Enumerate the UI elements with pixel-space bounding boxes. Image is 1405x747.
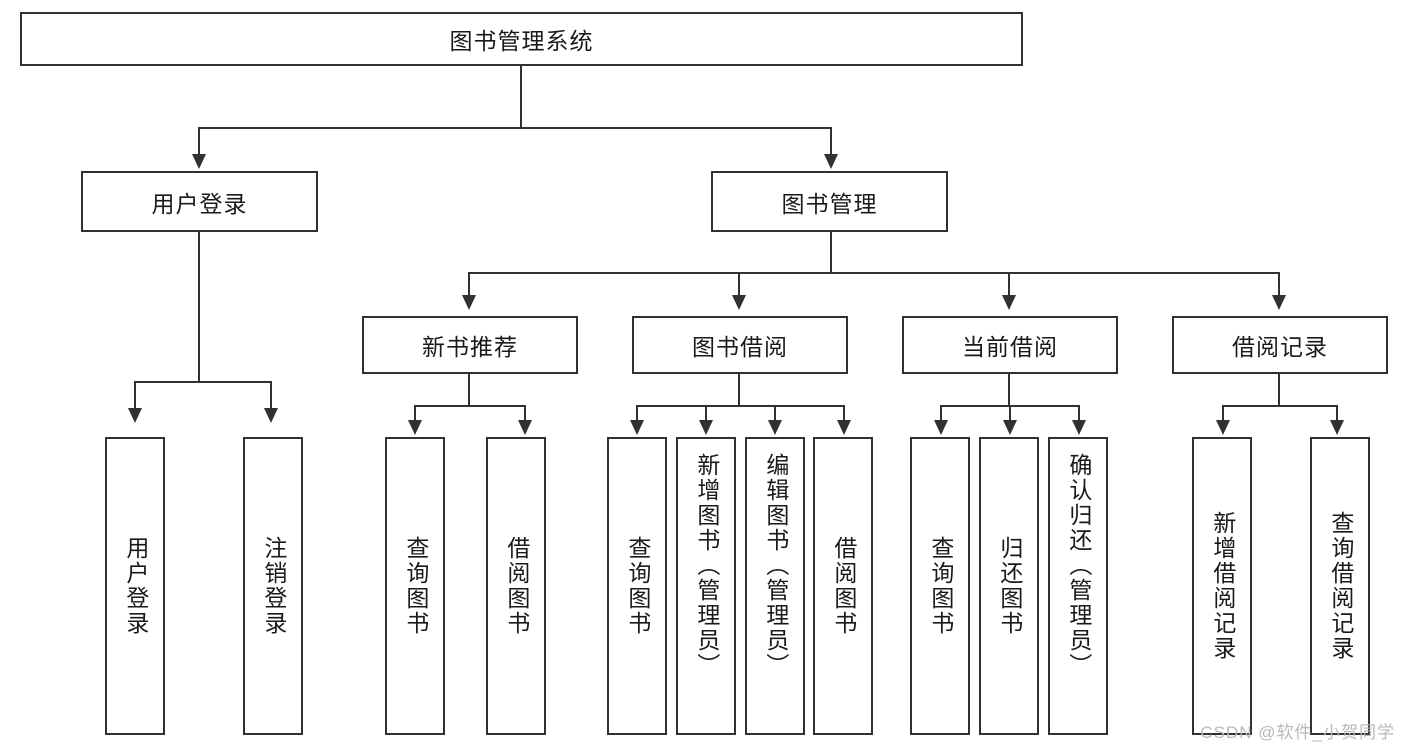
connector-bm-drop-2 <box>738 272 740 296</box>
connector-root-to-user-login <box>198 127 200 155</box>
leaf-logout-login-label: 注销登录 <box>260 536 287 636</box>
leaf-confirm-return-label: 确认归还（管理员） <box>1065 453 1092 678</box>
connector-bb-stem <box>738 374 740 406</box>
leaf-borrow-book-1[interactable]: 借阅图书 <box>486 437 546 735</box>
arrow-bm-to-book-borrow <box>732 295 746 310</box>
arrow-br-leaf-1 <box>1216 420 1230 435</box>
node-book-borrow[interactable]: 图书借阅 <box>632 316 848 374</box>
leaf-borrow-book-1-label: 借阅图书 <box>503 536 530 636</box>
node-current-borrow-label: 当前借阅 <box>962 334 1058 360</box>
node-new-book-recommend[interactable]: 新书推荐 <box>362 316 578 374</box>
arrow-cb-leaf-2 <box>1003 420 1017 435</box>
node-root[interactable]: 图书管理系统 <box>20 12 1023 66</box>
leaf-logout-login[interactable]: 注销登录 <box>243 437 303 735</box>
connector-user-login-drop-2 <box>270 381 272 409</box>
arrow-bb-leaf-1 <box>630 420 644 435</box>
arrow-cb-leaf-3 <box>1072 420 1086 435</box>
arrow-br-leaf-2 <box>1330 420 1344 435</box>
leaf-add-book-label: 新增图书（管理员） <box>693 453 720 678</box>
arrow-bm-to-new-book-recommend <box>462 295 476 310</box>
connector-br-drop-2 <box>1336 405 1338 421</box>
connector-bb-drop-4 <box>843 405 845 421</box>
connector-user-login-stem <box>198 232 200 382</box>
connector-user-login-bus <box>134 381 270 383</box>
node-user-login[interactable]: 用户登录 <box>81 171 318 232</box>
connector-root-bus <box>198 127 832 129</box>
connector-root-stem <box>520 66 522 128</box>
arrow-cb-leaf-1 <box>934 420 948 435</box>
connector-bm-drop-3 <box>1008 272 1010 296</box>
leaf-query-book-1[interactable]: 查询图书 <box>385 437 445 735</box>
arrow-bb-leaf-2 <box>699 420 713 435</box>
arrow-user-login-leaf-1 <box>128 408 142 423</box>
node-borrow-record[interactable]: 借阅记录 <box>1172 316 1388 374</box>
connector-bb-bus <box>636 405 844 407</box>
connector-cb-drop-3 <box>1078 405 1080 421</box>
leaf-edit-book-label: 编辑图书（管理员） <box>762 453 789 678</box>
arrow-root-to-book-management <box>824 154 838 169</box>
connector-bb-drop-2 <box>705 405 707 421</box>
connector-cb-drop-2 <box>1009 405 1011 421</box>
connector-br-stem <box>1278 374 1280 406</box>
leaf-query-book-3[interactable]: 查询图书 <box>910 437 970 735</box>
connector-bb-drop-3 <box>774 405 776 421</box>
arrow-user-login-leaf-2 <box>264 408 278 423</box>
connector-nbr-bus <box>414 405 524 407</box>
leaf-borrow-book-2-label: 借阅图书 <box>830 536 857 636</box>
connector-bm-drop-4 <box>1278 272 1280 296</box>
leaf-user-login-label: 用户登录 <box>122 536 149 636</box>
connector-root-to-book-management <box>830 127 832 155</box>
leaf-query-book-2[interactable]: 查询图书 <box>607 437 667 735</box>
leaf-confirm-return[interactable]: 确认归还（管理员） <box>1048 437 1108 735</box>
connector-br-drop-1 <box>1222 405 1224 421</box>
leaf-query-record[interactable]: 查询借阅记录 <box>1310 437 1370 735</box>
leaf-query-book-2-label: 查询图书 <box>624 536 651 636</box>
arrow-bm-to-current-borrow <box>1002 295 1016 310</box>
arrow-nbr-leaf-1 <box>408 420 422 435</box>
node-user-login-label: 用户登录 <box>151 190 248 217</box>
node-new-book-recommend-label: 新书推荐 <box>422 334 518 360</box>
node-book-management-label: 图书管理 <box>781 190 878 217</box>
connector-bb-drop-1 <box>636 405 638 421</box>
connector-cb-stem <box>1008 374 1010 406</box>
leaf-edit-book[interactable]: 编辑图书（管理员） <box>745 437 805 735</box>
connector-bm-drop-1 <box>468 272 470 296</box>
node-root-label: 图书管理系统 <box>449 28 594 54</box>
connector-br-bus <box>1222 405 1336 407</box>
connector-book-management-stem <box>830 232 832 273</box>
connector-nbr-drop-2 <box>524 405 526 421</box>
arrow-root-to-user-login <box>192 154 206 169</box>
node-book-borrow-label: 图书借阅 <box>692 334 788 360</box>
connector-nbr-stem <box>468 374 470 406</box>
arrow-bm-to-borrow-record <box>1272 295 1286 310</box>
leaf-borrow-book-2[interactable]: 借阅图书 <box>813 437 873 735</box>
arrow-bb-leaf-3 <box>768 420 782 435</box>
leaf-query-record-label: 查询借阅记录 <box>1327 511 1354 661</box>
leaf-query-book-3-label: 查询图书 <box>927 536 954 636</box>
leaf-return-book-label: 归还图书 <box>996 536 1023 636</box>
node-borrow-record-label: 借阅记录 <box>1232 334 1328 360</box>
arrow-nbr-leaf-2 <box>518 420 532 435</box>
leaf-return-book[interactable]: 归还图书 <box>979 437 1039 735</box>
leaf-add-record[interactable]: 新增借阅记录 <box>1192 437 1252 735</box>
arrow-bb-leaf-4 <box>837 420 851 435</box>
leaf-user-login[interactable]: 用户登录 <box>105 437 165 735</box>
connector-book-management-bus <box>468 272 1280 274</box>
leaf-query-book-1-label: 查询图书 <box>402 536 429 636</box>
node-current-borrow[interactable]: 当前借阅 <box>902 316 1118 374</box>
node-book-management[interactable]: 图书管理 <box>711 171 948 232</box>
connector-nbr-drop-1 <box>414 405 416 421</box>
watermark: CSDN @软件_小贺同学 <box>1200 723 1395 742</box>
connector-user-login-drop-1 <box>134 381 136 409</box>
leaf-add-record-label: 新增借阅记录 <box>1209 511 1236 661</box>
connector-cb-drop-1 <box>940 405 942 421</box>
leaf-add-book[interactable]: 新增图书（管理员） <box>676 437 736 735</box>
